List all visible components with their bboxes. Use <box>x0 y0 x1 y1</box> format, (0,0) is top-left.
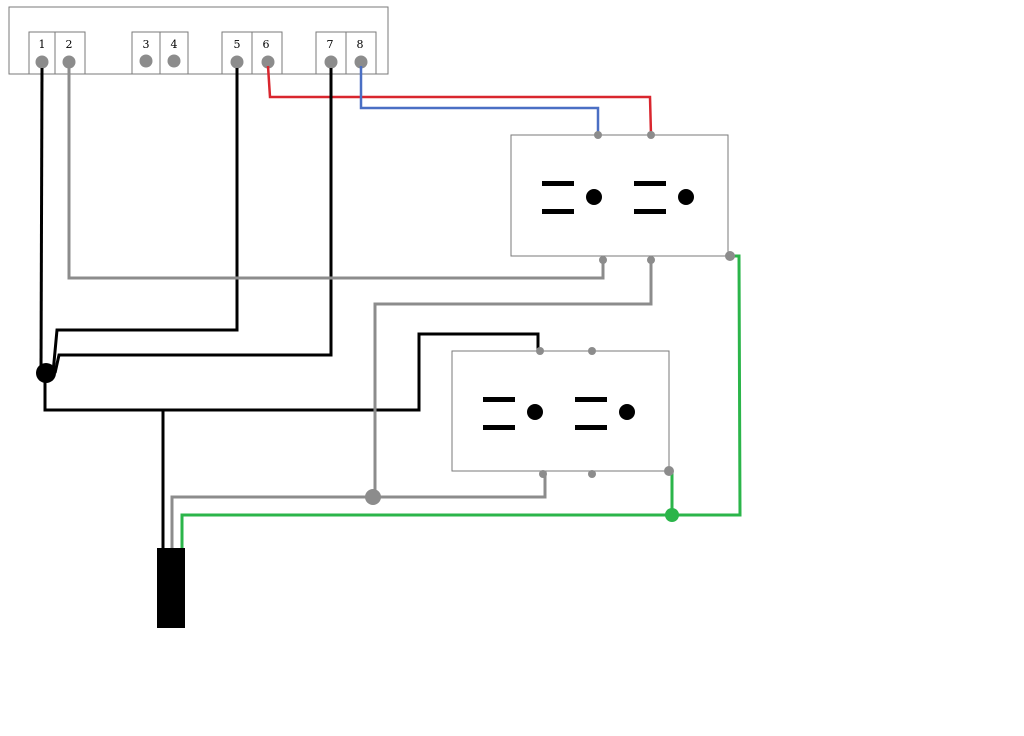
terminal-2: 2 <box>54 31 86 75</box>
terminal-label: 6 <box>263 38 270 51</box>
screw-terminal <box>599 256 607 264</box>
screw-terminal <box>588 470 596 478</box>
receptacle-body <box>510 134 729 257</box>
terminal-label: 4 <box>171 38 178 51</box>
black-wire-terminal-5 <box>51 68 239 374</box>
screw-terminal <box>647 131 655 139</box>
screw-terminal <box>647 256 655 264</box>
terminal-6: 6 <box>251 31 283 75</box>
outlet-slot <box>634 209 666 214</box>
terminal-label: 1 <box>39 38 46 51</box>
outlet-slot <box>483 397 515 402</box>
terminal-block: 1 2 3 4 5 6 7 <box>8 6 389 75</box>
terminal-screw <box>354 55 368 69</box>
outlet-ground-hole <box>619 404 635 420</box>
outlet-slot <box>575 425 607 430</box>
outlet-slot <box>634 181 666 186</box>
screw-terminal <box>725 251 735 261</box>
gray-wire-terminal-2 <box>67 68 605 280</box>
terminal-7: 7 <box>315 31 347 75</box>
outlet-left <box>483 397 543 430</box>
screw-terminal <box>539 470 547 478</box>
blue-wire <box>359 66 600 135</box>
terminal-screw <box>230 55 244 69</box>
green-wire-feed <box>180 513 672 548</box>
screw-terminal <box>588 347 596 355</box>
black-wire-to-lower-receptacle <box>43 332 540 412</box>
green-splice-node <box>665 508 679 522</box>
black-wire-terminal-7 <box>53 68 333 374</box>
terminal-screw <box>261 55 275 69</box>
terminal-label: 8 <box>357 38 364 51</box>
terminal-screw <box>35 55 49 69</box>
outlet-left <box>542 181 602 214</box>
gray-wire-feed <box>170 495 375 548</box>
outlet-slot <box>575 397 607 402</box>
receptacle-screws <box>536 131 735 478</box>
receptacle-body <box>451 350 670 472</box>
outlet-slot <box>483 425 515 430</box>
terminal-3: 3 <box>131 31 161 75</box>
red-wire <box>266 65 653 136</box>
outlet-right <box>634 181 694 214</box>
gray-splice-node <box>365 489 381 505</box>
terminal-screw <box>324 55 338 69</box>
gray-wire-lower-neutral <box>375 471 547 499</box>
wires <box>39 65 742 548</box>
outlet-ground-hole <box>527 404 543 420</box>
terminal-4: 4 <box>159 31 189 75</box>
terminal-label: 2 <box>66 38 73 51</box>
outlet-slot <box>542 181 574 186</box>
terminal-label: 3 <box>143 38 150 51</box>
outlet-ground-hole <box>586 189 602 205</box>
terminal-label: 7 <box>327 38 334 51</box>
screw-terminal <box>594 131 602 139</box>
terminal-label: 5 <box>234 38 241 51</box>
black-wire-terminal-1 <box>39 67 44 374</box>
outlet-ground-hole <box>678 189 694 205</box>
lower-duplex-receptacle <box>451 350 670 472</box>
upper-duplex-receptacle <box>510 134 729 257</box>
gray-wire-upper-neutral <box>373 256 653 497</box>
terminal-5: 5 <box>221 31 253 75</box>
terminal-screw <box>139 54 153 68</box>
terminal-1: 1 <box>28 31 56 75</box>
screw-terminal <box>664 466 674 476</box>
terminal-screw <box>62 55 76 69</box>
terminal-screw <box>167 54 181 68</box>
outlet-right <box>575 397 635 430</box>
outlet-slot <box>542 209 574 214</box>
screw-terminal <box>536 347 544 355</box>
supply-cable <box>157 548 185 628</box>
green-wire-upper-ground <box>672 254 742 517</box>
black-splice-node <box>36 363 56 383</box>
